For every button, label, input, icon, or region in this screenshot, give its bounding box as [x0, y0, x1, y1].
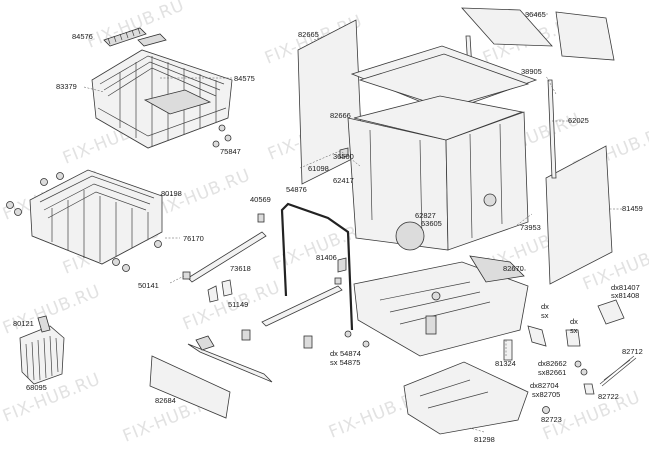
part-label: sx81408	[611, 291, 640, 300]
hinge-parts	[337, 147, 370, 348]
part-label: dx82704	[530, 381, 559, 390]
part-label: 73618	[230, 264, 251, 273]
part-label: 82712	[622, 347, 643, 356]
part-label: 82722	[598, 392, 619, 401]
part-label: sx82705	[532, 390, 561, 399]
part-label: sx	[541, 311, 549, 320]
part-label: 38905	[521, 67, 542, 76]
basket-rails	[182, 213, 343, 327]
top-panel-36465	[461, 7, 615, 61]
part-label: sx	[570, 326, 578, 335]
part-label: 81406	[316, 253, 337, 262]
base-cover	[403, 361, 529, 435]
part-label: 84575	[234, 74, 255, 83]
part-label: 81324	[495, 359, 516, 368]
part-label: 76170	[183, 234, 204, 243]
part-label: sx 54875	[330, 358, 361, 367]
bracket-51149	[207, 279, 313, 349]
part-label: 63605	[421, 219, 442, 228]
part-label: 82670	[503, 264, 524, 273]
part-label: 36465	[525, 10, 546, 19]
part-label: 84576	[72, 32, 93, 41]
adjustable-feet	[503, 299, 637, 414]
part-label: 36500	[333, 152, 354, 161]
part-label: dx82662	[538, 359, 567, 368]
part-label: dx	[541, 302, 549, 311]
part-label: 82665	[298, 30, 319, 39]
part-label: 83379	[56, 82, 77, 91]
basket-wheels	[6, 172, 162, 272]
part-label: 62827	[415, 211, 436, 220]
base-assembly	[353, 255, 529, 357]
leader-lines	[83, 13, 622, 433]
door-panel	[149, 335, 273, 419]
part-label: 40569	[250, 195, 271, 204]
dishwasher-tub	[347, 45, 538, 251]
part-label: 51149	[228, 300, 249, 309]
part-label: 54876	[286, 185, 307, 194]
part-label: 80198	[161, 189, 182, 198]
clip-75847	[212, 124, 232, 148]
part-label: 50141	[138, 281, 159, 290]
part-label: 61098	[308, 164, 329, 173]
part-label: sx82661	[538, 368, 567, 377]
part-label: 82666	[330, 111, 351, 120]
part-label: 81298	[474, 435, 495, 444]
cutlery-basket	[19, 315, 65, 385]
door-seal	[280, 202, 354, 331]
lower-basket	[29, 169, 163, 265]
part-label: dx 54874	[330, 349, 361, 358]
part-label: dx	[570, 317, 578, 326]
part-label: 82684	[155, 396, 176, 405]
part-label: 62025	[568, 116, 589, 125]
part-label: 68095	[26, 383, 47, 392]
part-label: 75847	[220, 147, 241, 156]
part-label: 73953	[520, 223, 541, 232]
part-label: 82723	[541, 415, 562, 424]
upper-basket	[91, 33, 233, 149]
side-panel-81459	[545, 145, 613, 285]
cutlery-rack-84576	[103, 27, 147, 47]
part-label: 80121	[13, 319, 34, 328]
part-label: dx81407	[611, 283, 640, 292]
part-label: 62417	[333, 176, 354, 185]
part-label: 81459	[622, 204, 643, 213]
